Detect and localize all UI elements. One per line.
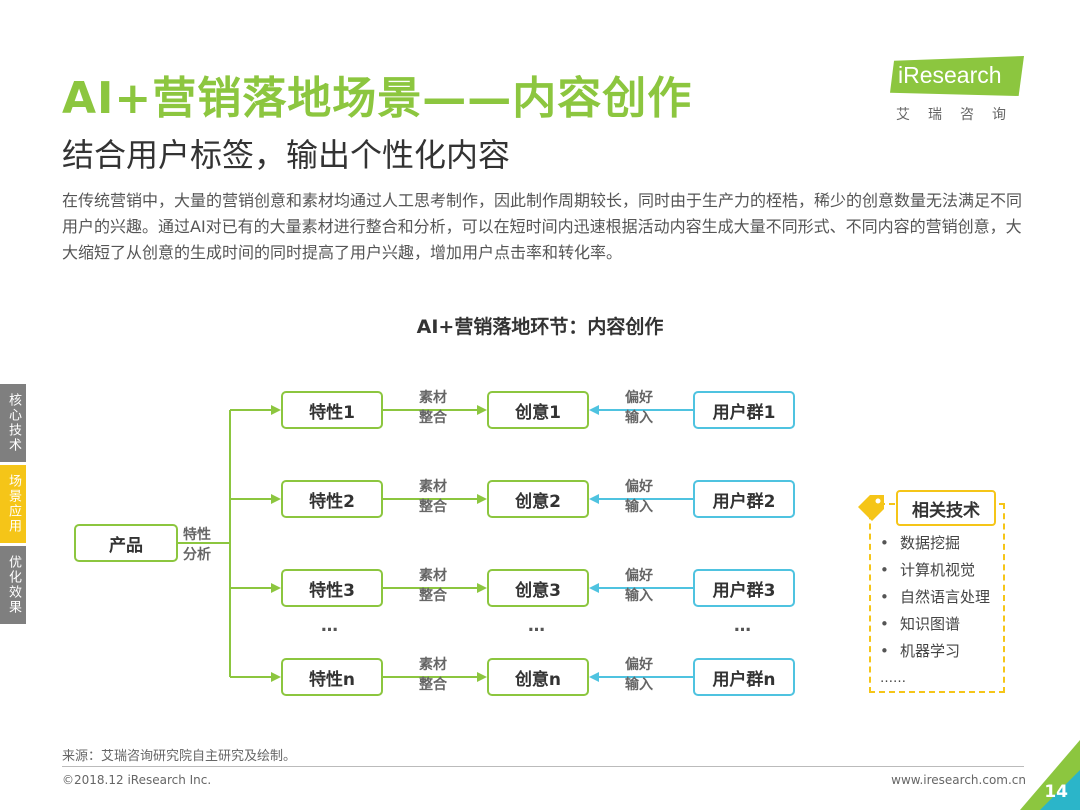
side-tab-scene-application[interactable]: 场景应用 xyxy=(0,465,26,543)
bullet-icon: • xyxy=(880,615,889,633)
logo-banner xyxy=(890,56,1024,96)
tech-more: …… xyxy=(880,671,906,686)
tech-item-label: 知识图谱 xyxy=(900,615,961,633)
user-group-node-1: 用户群1 xyxy=(693,391,795,429)
bullet-icon: • xyxy=(880,534,889,552)
related-tech-title: 相关技术 xyxy=(896,490,996,526)
tech-item: • 计算机视觉 xyxy=(880,557,990,584)
preference-input-label-1-line-1: 偏好 xyxy=(625,390,653,406)
feature-node-1: 特性1 xyxy=(281,391,383,429)
side-tab-optimization-effect[interactable]: 优化效果 xyxy=(0,546,26,624)
preference-input-label-2: 偏好输入 xyxy=(625,477,653,517)
tech-item: • 机器学习 xyxy=(880,638,990,665)
tag-icon xyxy=(858,495,884,521)
page-title: AI+营销落地场景——内容创作 xyxy=(62,73,693,124)
preference-input-label-4-line-1: 偏好 xyxy=(625,657,653,673)
preference-input-label-3-line-1: 偏好 xyxy=(625,568,653,584)
corner-decoration xyxy=(1020,740,1080,810)
preference-input-label-4-line-2: 输入 xyxy=(625,677,653,693)
analysis-label-line-1: 特性 xyxy=(183,527,211,543)
creative-node-4: 创意n xyxy=(487,658,589,696)
side-tab-core-tech[interactable]: 核心技术 xyxy=(0,384,26,462)
logo-text: iResearch xyxy=(898,62,1002,88)
copyright: ©2018.12 iResearch Inc. xyxy=(62,773,212,787)
preference-input-label-4: 偏好输入 xyxy=(625,655,653,695)
tech-item-label: 自然语言处理 xyxy=(900,588,991,606)
bullet-icon: • xyxy=(880,642,889,660)
user-group-node-4: 用户群n xyxy=(693,658,795,696)
material-integration-label-2-line-1: 素材 xyxy=(419,479,447,495)
creative-node-2: 创意2 xyxy=(487,480,589,518)
ellipsis-group: … xyxy=(734,616,751,636)
preference-input-label-2-line-2: 输入 xyxy=(625,499,653,515)
user-group-node-3: 用户群3 xyxy=(693,569,795,607)
footer-divider xyxy=(62,766,1024,767)
ellipsis-feature: … xyxy=(321,616,338,636)
iresearch-logo: iResearch 艾瑞咨询 xyxy=(890,56,1030,126)
material-integration-label-1: 素材整合 xyxy=(419,388,447,428)
material-integration-label-1-line-2: 整合 xyxy=(419,410,447,426)
tech-item: • 自然语言处理 xyxy=(880,584,990,611)
material-integration-label-2-line-2: 整合 xyxy=(419,499,447,515)
material-integration-label-2: 素材整合 xyxy=(419,477,447,517)
material-integration-label-3: 素材整合 xyxy=(419,566,447,606)
preference-input-label-3: 偏好输入 xyxy=(625,566,653,606)
page-number: 14 xyxy=(1044,782,1068,802)
tech-item-label: 计算机视觉 xyxy=(900,561,976,579)
tech-item: • 数据挖掘 xyxy=(880,530,990,557)
preference-input-label-1: 偏好输入 xyxy=(625,388,653,428)
material-integration-label-4-line-2: 整合 xyxy=(419,677,447,693)
ellipsis-creative: … xyxy=(528,616,545,636)
material-integration-label-4: 素材整合 xyxy=(419,655,447,695)
feature-analysis-label: 特性 分析 xyxy=(183,525,211,565)
bullet-icon: • xyxy=(880,588,889,606)
diagram-title: AI+营销落地环节：内容创作 xyxy=(416,316,664,338)
user-group-node-2: 用户群2 xyxy=(693,480,795,518)
preference-input-label-3-line-2: 输入 xyxy=(625,588,653,604)
related-tech-list: • 数据挖掘 • 计算机视觉 • 自然语言处理 • 知识图谱 • 机器学习 …… xyxy=(880,530,990,692)
logo-chinese-name: 艾瑞咨询 xyxy=(896,107,1024,123)
material-integration-label-1-line-1: 素材 xyxy=(419,390,447,406)
preference-input-label-2-line-1: 偏好 xyxy=(625,479,653,495)
source-note: 来源：艾瑞咨询研究院自主研究及绘制。 xyxy=(62,749,297,764)
creative-node-1: 创意1 xyxy=(487,391,589,429)
tech-item: • 知识图谱 xyxy=(880,611,990,638)
analysis-label-line-2: 分析 xyxy=(183,547,211,563)
feature-node-3: 特性3 xyxy=(281,569,383,607)
material-integration-label-3-line-2: 整合 xyxy=(419,588,447,604)
page-subtitle: 结合用户标签，输出个性化内容 xyxy=(62,136,511,174)
description-paragraph: 在传统营销中，大量的营销创意和素材均通过人工思考制作，因此制作周期较长，同时由于… xyxy=(62,191,1023,262)
feature-node-2: 特性2 xyxy=(281,480,383,518)
bullet-icon: • xyxy=(880,561,889,579)
product-node: 产品 xyxy=(74,524,178,562)
preference-input-label-1-line-2: 输入 xyxy=(625,410,653,426)
material-integration-label-3-line-1: 素材 xyxy=(419,568,447,584)
creative-node-3: 创意3 xyxy=(487,569,589,607)
tech-item-label: 数据挖掘 xyxy=(900,534,961,552)
tech-item-label: 机器学习 xyxy=(900,642,961,660)
feature-node-4: 特性n xyxy=(281,658,383,696)
website-link[interactable]: www.iresearch.com.cn xyxy=(891,773,1026,787)
material-integration-label-4-line-1: 素材 xyxy=(419,657,447,673)
